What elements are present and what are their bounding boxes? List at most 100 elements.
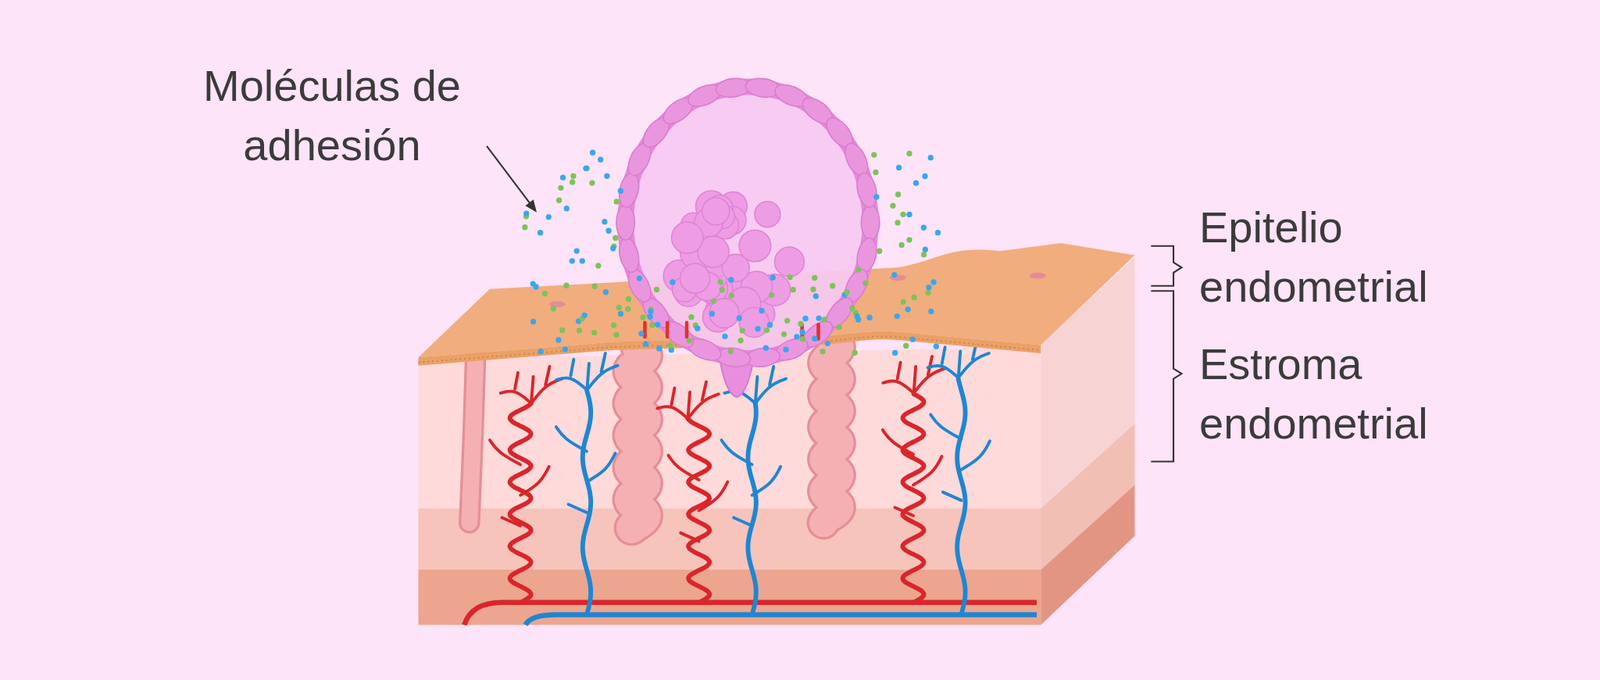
vein-branch (601, 353, 606, 372)
molecule-dot (591, 329, 597, 336)
molecule-dot (855, 316, 861, 322)
molecule-dot (862, 280, 868, 286)
molecule-dot (904, 306, 911, 312)
spiral-artery-branch (897, 362, 901, 379)
trophoblast-cell (616, 235, 643, 274)
molecule-dot (647, 308, 654, 315)
molecule-dot (710, 297, 717, 304)
vein (957, 378, 965, 615)
spiral-artery-branch (502, 517, 522, 525)
leader-line (486, 146, 533, 207)
molecule-dot (603, 173, 610, 179)
molecule-dot (592, 283, 598, 290)
molecule-dot (649, 321, 655, 328)
molecule-dot (935, 229, 941, 236)
molecule-dot (564, 205, 570, 211)
molecule-dot (892, 350, 898, 356)
molecule-dot (616, 304, 622, 311)
molecule-dot (617, 188, 624, 194)
molecule-dot (669, 278, 675, 285)
spiral-artery-branch (699, 482, 729, 511)
molecule-dot (728, 292, 735, 298)
molecule-dot (903, 342, 909, 349)
vein (582, 390, 591, 615)
molecule-dot (829, 282, 836, 289)
molecule-dot (906, 150, 912, 157)
molecule-dot (825, 340, 831, 347)
spiral-artery (902, 393, 924, 602)
spiral-artery-branch (680, 532, 700, 541)
vein-branch (960, 440, 990, 470)
molecule-dot (555, 336, 561, 343)
molecule-dot (709, 310, 715, 317)
molecule-dot (790, 286, 797, 293)
molecule-dot (921, 251, 927, 258)
molecule-dot (642, 340, 649, 347)
molecule-dot (819, 348, 825, 354)
spiral-artery-branch (882, 381, 914, 393)
gland-outline (823, 339, 840, 523)
molecule-dot (763, 345, 769, 351)
molecule-dot (613, 332, 619, 338)
molecule-dot (739, 327, 746, 333)
adhesion-molecules (521, 150, 941, 357)
molecule-dot (767, 321, 773, 328)
molecule-dot (799, 328, 805, 335)
callout-label: Estroma endometrial (1199, 334, 1497, 454)
molecule-dot (811, 335, 818, 342)
gland (469, 355, 476, 523)
molecule-dot (686, 337, 693, 343)
vein-branch (958, 350, 961, 378)
molecule-dot (849, 305, 855, 311)
molecule-dot (653, 286, 660, 293)
molecule-dot (928, 154, 934, 161)
trophoblast-cell (685, 334, 725, 365)
molecule-dot (721, 333, 728, 340)
molecule-dot (835, 324, 842, 330)
molecule-dot (546, 214, 552, 220)
adhesion-contact (816, 324, 821, 339)
spiral-artery (510, 403, 532, 603)
molecule-dot (569, 257, 575, 264)
trophoblast-cell (860, 205, 880, 240)
molecule-dot (595, 262, 601, 268)
gland-outline (629, 346, 646, 528)
molecule-dot (654, 321, 661, 328)
vein-branch (752, 466, 782, 496)
vein-branch (570, 359, 574, 376)
gland-outline (469, 355, 476, 523)
molecule-dot (736, 314, 743, 321)
molecule-dot (784, 317, 790, 324)
molecule-dot (898, 242, 904, 248)
vein-branch (942, 492, 962, 500)
spiral-artery-branch (531, 376, 534, 404)
molecule-dot (906, 211, 912, 218)
molecule-dot (764, 327, 770, 333)
vein-branch (927, 365, 958, 378)
molecule-dot (562, 346, 568, 352)
molecule-dot (811, 275, 818, 281)
molecule-dot (873, 193, 879, 200)
molecule-dot (579, 257, 586, 264)
molecule-dot (906, 236, 912, 243)
molecule-dot (787, 274, 793, 280)
molecule-dot (582, 165, 589, 172)
molecule-dot (576, 327, 583, 333)
trophoblast-cell (616, 205, 636, 240)
molecule-dot (688, 314, 694, 320)
molecule-dot (925, 289, 931, 296)
vein-branch (942, 346, 946, 364)
molecule-dot (876, 248, 883, 254)
molecule-dot (810, 285, 816, 292)
molecule-dot (523, 210, 529, 216)
molecule-dot (582, 312, 588, 318)
molecule-dot (612, 235, 618, 241)
molecule-dot (894, 219, 900, 225)
adhesion-contact (665, 322, 670, 337)
molecule-dot (815, 314, 822, 321)
spiral-artery-branch (545, 366, 550, 386)
molecule-dot (782, 346, 789, 353)
molecule-dot (605, 228, 611, 234)
molecule-dot (913, 179, 919, 186)
